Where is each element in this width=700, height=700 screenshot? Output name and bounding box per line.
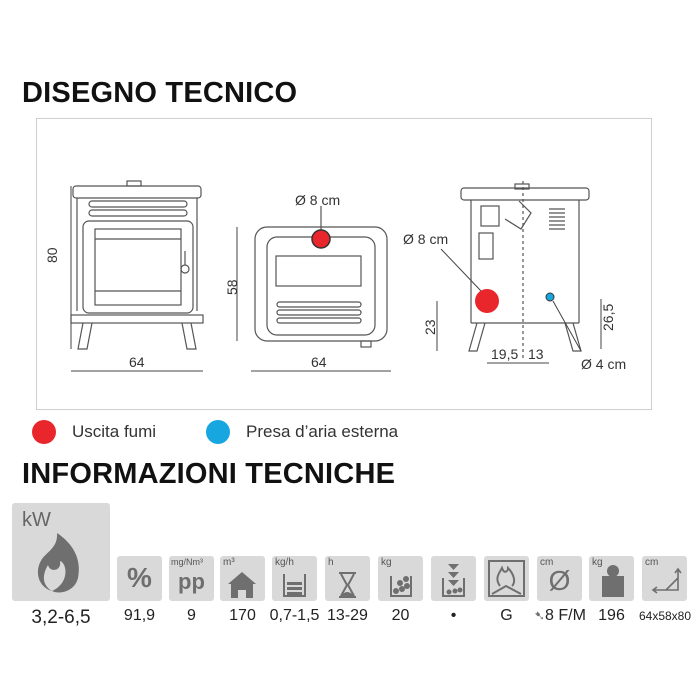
top-width-label: 64	[311, 354, 327, 370]
flue-diameter-unit: cm	[540, 557, 554, 568]
dimensions-unit: cm	[645, 557, 659, 568]
side-air-offset-label: 13	[528, 346, 544, 362]
spec-tile-particulate: mg/Nm³ pp	[169, 556, 214, 601]
spec-tile-dimensions: cm	[642, 556, 687, 601]
pp-icon: pp	[178, 569, 205, 594]
info-section-title: INFORMAZIONI TECNICHE	[22, 458, 396, 490]
front-view	[70, 180, 204, 350]
weight-unit: kg	[592, 557, 603, 568]
dimensions-icon	[651, 567, 682, 594]
red-dot-icon	[32, 420, 56, 444]
spec-tile-consumption: kg/h	[272, 556, 317, 601]
side-flue-height-label: 23	[422, 319, 438, 335]
spec-value-weight: 196	[598, 607, 625, 624]
spec-value-autonomy: 13-29	[327, 607, 368, 624]
spec-value-autofeed: •	[450, 607, 457, 624]
side-view	[460, 181, 590, 361]
fm-arrow-icon: ➷	[534, 608, 545, 623]
legend-flue-label: Uscita fumi	[72, 422, 157, 441]
spec-value-efficiency: 91,9	[123, 607, 156, 624]
spec-tile-volume: m³	[220, 556, 265, 601]
spec-value-firebox: G	[500, 607, 513, 624]
technical-drawing-panel: 80 64 Ø 8 cm 58 64 Ø 8 cm 23 19,5 13 Ø 4…	[36, 118, 652, 410]
spec-value-power: 3,2-6,5	[31, 607, 91, 628]
spec-value-consumption: 0,7-1,5	[269, 607, 320, 624]
diameter-icon: Ø	[548, 565, 571, 596]
spec-tile-flue-diameter: cm Ø	[537, 556, 582, 601]
power-unit: kW	[22, 509, 51, 531]
spec-value-flue-diameter: ➷8 F/M	[534, 607, 586, 624]
top-depth-label: 58	[224, 279, 240, 295]
consumption-unit: kg/h	[275, 557, 294, 568]
volume-unit: m³	[223, 557, 235, 568]
front-width-label: 64	[129, 354, 145, 370]
particulate-unit: mg/Nm³	[171, 557, 203, 567]
side-air-label: Ø 4 cm	[581, 356, 626, 372]
auto-feed-icon	[442, 564, 465, 597]
spec-tile-firebox	[484, 556, 529, 601]
side-flue-label: Ø 8 cm	[403, 231, 448, 247]
spec-tile-weight: kg	[589, 556, 634, 601]
spec-tile-tank: kg	[378, 556, 423, 601]
weight-icon	[602, 565, 624, 597]
percent-icon: %	[127, 562, 152, 593]
top-flue-label: Ø 8 cm	[295, 192, 340, 208]
tank-unit: kg	[381, 557, 392, 568]
front-height-label: 80	[44, 247, 60, 263]
flame-icon	[37, 533, 79, 593]
spec-tile-autofeed	[431, 556, 476, 601]
spec-value-tank: 20	[391, 607, 410, 624]
legend-air-label: Presa d’aria esterna	[246, 422, 399, 441]
air-intake-side	[545, 292, 555, 302]
hourglass-icon	[339, 572, 356, 598]
blue-dot-icon	[206, 420, 230, 444]
legend-air: Presa d’aria esterna	[206, 420, 398, 444]
top-view	[254, 206, 388, 348]
pellet-tank-icon	[390, 576, 412, 597]
legend-flue: Uscita fumi	[32, 420, 156, 444]
technical-drawing: 80 64 Ø 8 cm 58 64 Ø 8 cm 23 19,5 13 Ø 4…	[44, 180, 626, 372]
spec-tile-power: kW	[12, 503, 110, 601]
flue-outlet-side	[475, 289, 499, 313]
side-flue-offset-label: 19,5	[491, 346, 518, 362]
hopper-icon	[283, 574, 306, 597]
spec-tile-efficiency: %	[117, 556, 162, 601]
spec-value-particulate: 9	[187, 607, 196, 624]
spec-value-volume: 170	[229, 607, 256, 624]
autonomy-unit: h	[328, 557, 334, 568]
spec-tile-autonomy: h	[325, 556, 370, 601]
drawing-section-title: DISEGNO TECNICO	[22, 77, 298, 109]
spec-value-dimensions: 64x58x80	[638, 609, 692, 623]
fire-box-icon	[488, 560, 525, 597]
side-air-height-label: 26,5	[600, 304, 616, 331]
house-icon	[228, 572, 256, 598]
flue-outlet-top	[311, 229, 331, 249]
